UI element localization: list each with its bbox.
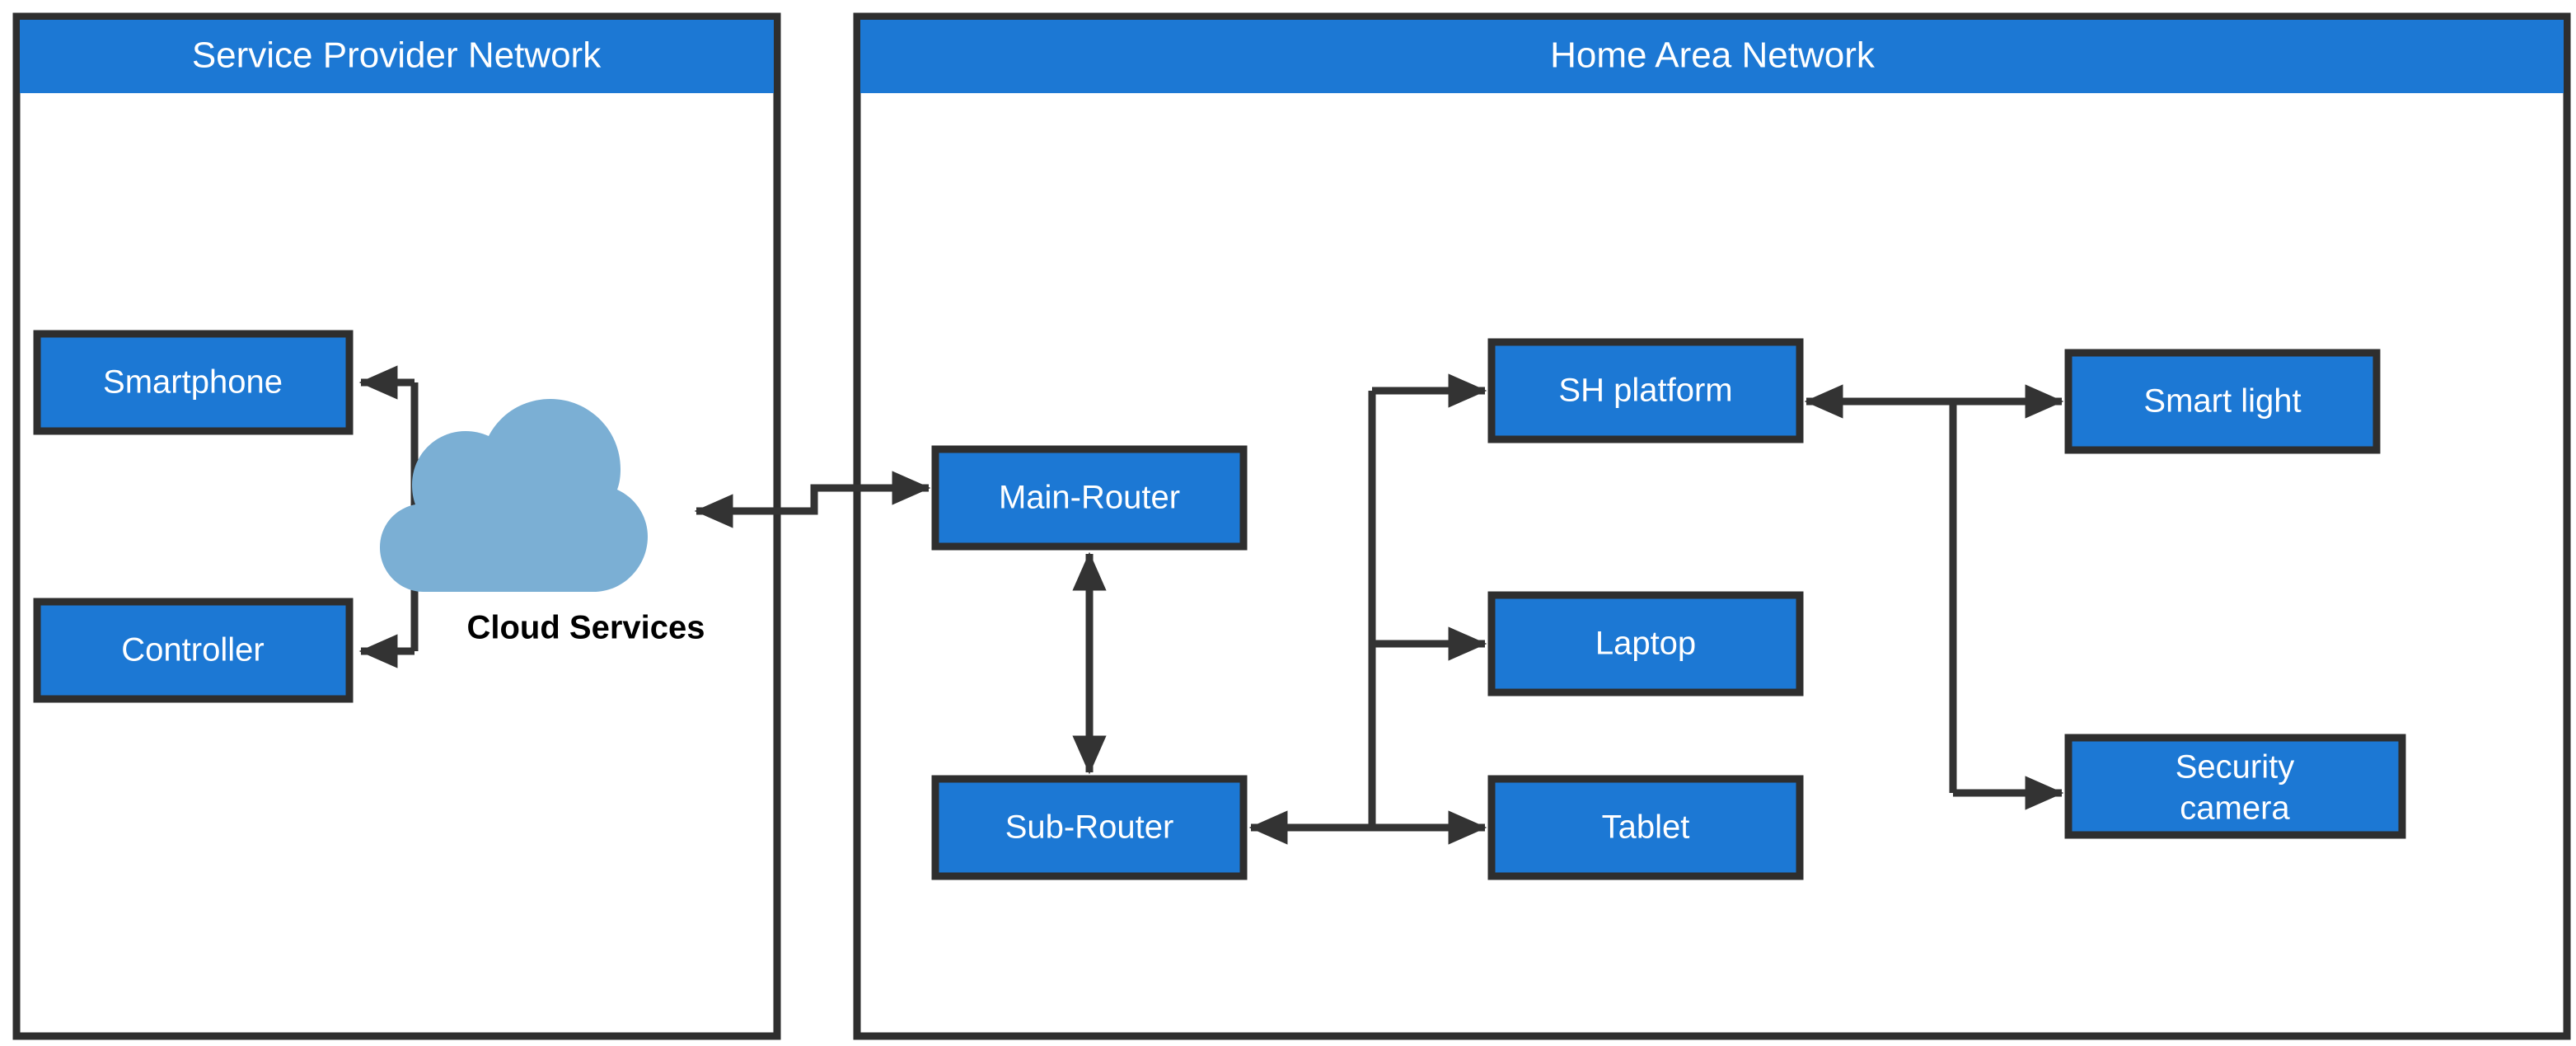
node-security-camera-box[interactable] [2064,734,2406,839]
node-laptop-box[interactable] [1487,591,1804,697]
panel-title-service-provider: Service Provider Network [192,35,602,76]
node-sub-router-label: Sub-Router [1005,809,1174,846]
node-security-camera-label-line2: camera [2180,790,2290,827]
node-cloud-services-label: Cloud Services [466,610,705,646]
panel-header-home-area [860,20,2564,93]
node-sh-platform-box[interactable] [1487,338,1804,443]
node-main-router-box[interactable] [931,445,1248,551]
panel-header-service-provider [20,20,774,93]
node-sub-router-box[interactable] [931,775,1248,880]
node-laptop[interactable]: Laptop [1487,591,1804,697]
node-smartphone-box[interactable] [33,330,354,435]
node-controller[interactable]: Controller [33,598,354,703]
node-sh-platform-label: SH platform [1558,373,1732,409]
node-tablet[interactable]: Tablet [1487,775,1804,880]
node-security-camera-label-line1: Security [2176,749,2295,786]
node-tablet-box[interactable] [1487,775,1804,880]
node-smart-light[interactable]: Smart light [2064,349,2381,454]
node-smart-light-label: Smart light [2143,383,2301,420]
panel-title-home-area: Home Area Network [1550,35,1876,76]
node-controller-box[interactable] [33,598,354,703]
panel-service-provider-network: Service Provider Network [12,12,781,1040]
node-smartphone[interactable]: Smartphone [33,330,354,435]
cloud-icon [380,399,648,592]
node-smart-light-box[interactable] [2064,349,2381,454]
node-sub-router[interactable]: Sub-Router [931,775,1248,880]
node-main-router-label: Main-Router [999,480,1180,516]
node-main-router[interactable]: Main-Router [931,445,1248,551]
node-tablet-label: Tablet [1602,809,1690,846]
node-cloud-services[interactable]: Cloud Services [380,399,705,646]
connector-cloud-main-router[interactable] [694,471,931,528]
node-security-camera[interactable]: Security camera [2064,734,2406,839]
node-controller-label: Controller [121,632,264,668]
node-laptop-label: Laptop [1595,626,1696,662]
node-smartphone-label: Smartphone [103,364,283,401]
node-sh-platform[interactable]: SH platform [1487,338,1804,443]
